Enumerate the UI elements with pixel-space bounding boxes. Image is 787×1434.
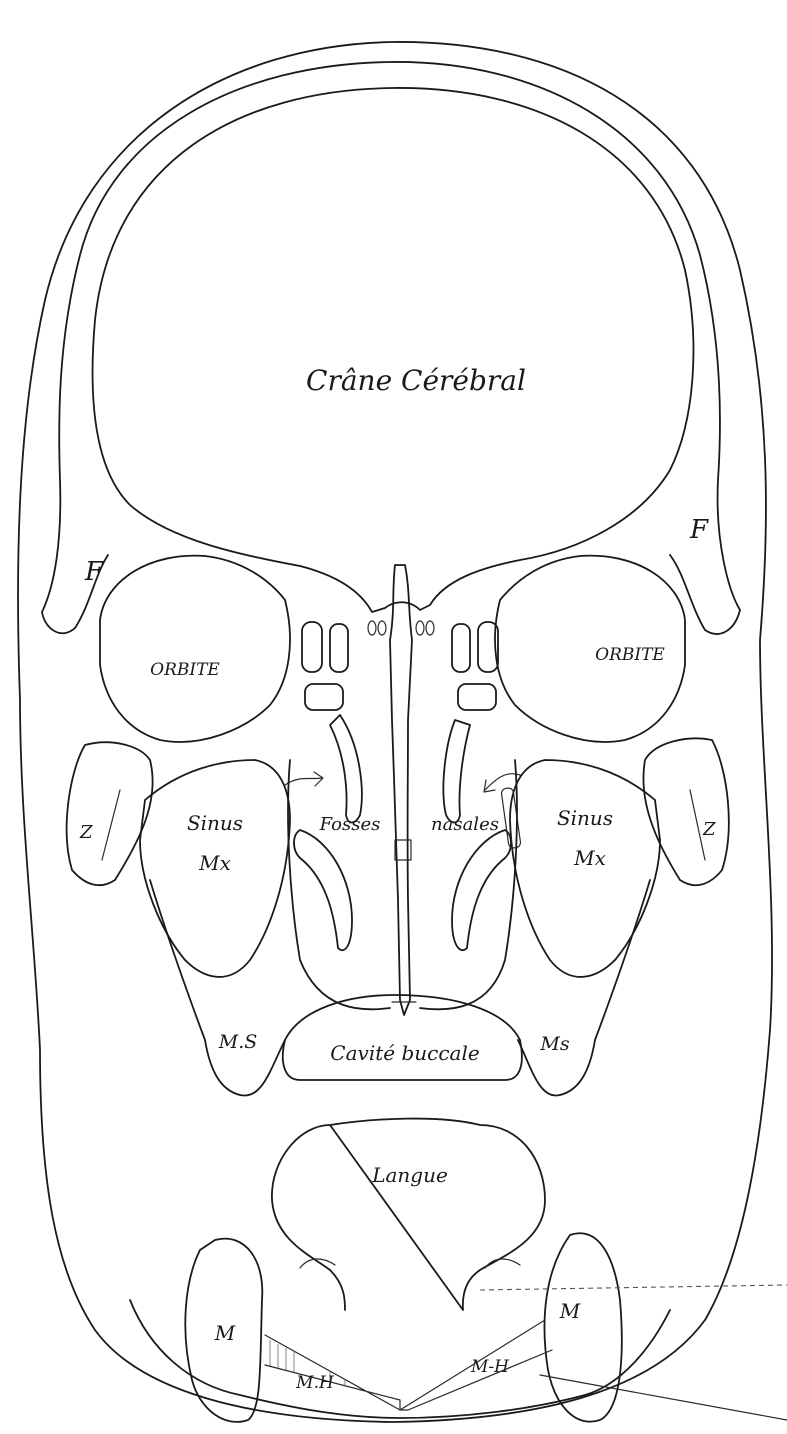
label-langue: Langue bbox=[371, 1163, 448, 1187]
label-mandibule-left: M bbox=[214, 1321, 236, 1345]
inferior-turbinate-right bbox=[452, 830, 511, 950]
label-ms-left: M.S bbox=[218, 1031, 258, 1053]
label-frontal-left: F bbox=[84, 557, 104, 587]
middle-turbinate-left bbox=[330, 715, 362, 823]
label-ms-right: Ms bbox=[539, 1033, 569, 1055]
label-mylohyoid-left: M.H bbox=[295, 1373, 335, 1393]
label-mandibule-right: M bbox=[559, 1299, 581, 1323]
label-sinus-right-line1: Sinus bbox=[557, 806, 613, 830]
arrow-left bbox=[285, 772, 323, 786]
ethmoid-cell-left-3 bbox=[305, 684, 343, 710]
nasal-septum bbox=[390, 565, 412, 1015]
middle-turbinate-right bbox=[443, 720, 470, 823]
crista-small-cells bbox=[368, 621, 434, 635]
label-mylohyoid-right: M-H bbox=[470, 1357, 510, 1377]
zygoma-left bbox=[67, 742, 153, 885]
inferior-turbinate-left bbox=[294, 830, 352, 950]
ethmoid-cell-right-1 bbox=[452, 624, 470, 672]
label-sinus-left-line1: Sinus bbox=[187, 811, 243, 835]
pointer-line-1 bbox=[480, 1285, 787, 1290]
orbit-left bbox=[100, 556, 290, 742]
label-cavite-buccale: Cavité buccale bbox=[330, 1041, 479, 1065]
label-sinus-right-line2: Mx bbox=[573, 846, 606, 870]
label-crane-cerebral: Crâne Cérébral bbox=[306, 364, 526, 397]
label-frontal-right: F bbox=[689, 515, 709, 545]
label-orbite-right: ORBITE bbox=[595, 645, 665, 665]
label-zygoma-right: Z bbox=[702, 819, 716, 840]
ethmoid-cell-left-2 bbox=[330, 624, 348, 672]
skull-outer-table bbox=[42, 62, 740, 634]
ethmoid-cell-left-1 bbox=[302, 622, 322, 672]
label-zygoma-left: Z bbox=[79, 822, 93, 843]
label-sinus-left-line2: Mx bbox=[198, 851, 231, 875]
tongue bbox=[272, 1119, 545, 1310]
label-orbite-left: ORBITE bbox=[150, 660, 220, 680]
mandible-right bbox=[544, 1233, 621, 1421]
maxilla-lower-left bbox=[150, 880, 285, 1096]
label-nasales: nasales bbox=[431, 814, 499, 835]
maxilla-lower-right bbox=[518, 880, 650, 1096]
label-fosses: Fosses bbox=[319, 814, 381, 835]
ethmoid-cell-right-3 bbox=[458, 684, 496, 710]
cranial-cavity bbox=[93, 88, 694, 612]
